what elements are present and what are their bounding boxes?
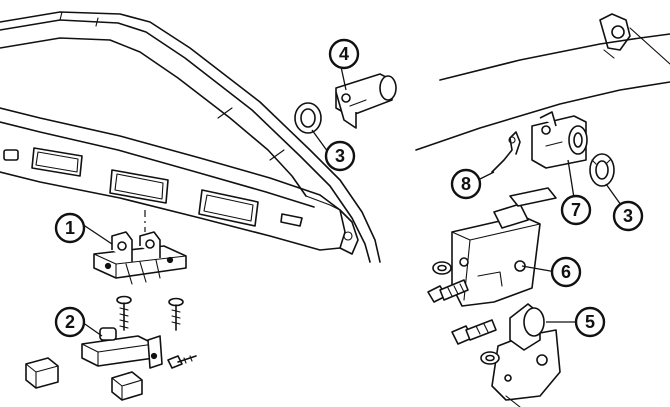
callout-4: 4 [328, 38, 360, 70]
callout-label-6: 6 [561, 262, 571, 282]
screw-right [168, 297, 184, 331]
callout-6: 6 [550, 256, 582, 288]
rubber-bumper-left [25, 357, 59, 389]
callout-3-right: 3 [612, 200, 644, 232]
latch-switch [81, 327, 163, 369]
callout-7: 7 [560, 194, 592, 226]
seal-ring-top [294, 102, 322, 134]
callout-label-3-left: 3 [335, 146, 345, 166]
callout-3-left: 3 [324, 140, 356, 172]
callout-label-3-right: 3 [623, 206, 633, 226]
callout-label-5: 5 [585, 312, 595, 332]
screw-left [116, 295, 132, 331]
shoulder-bolt-6 [427, 279, 469, 303]
striker-plate [491, 303, 561, 407]
body-panel [415, 13, 670, 151]
callout-label-4: 4 [339, 44, 349, 64]
seal-ring-right [589, 153, 615, 187]
callout-8: 8 [450, 168, 482, 200]
washer-6 [432, 261, 452, 275]
rubber-bumper-right [111, 371, 143, 401]
bolt-5 [451, 319, 497, 345]
callout-1: 1 [54, 212, 86, 244]
callout-2: 2 [54, 306, 86, 338]
latch-bracket [93, 231, 187, 285]
lock-cylinder-right [531, 111, 588, 169]
tailgate-frame [0, 11, 381, 263]
bolt [167, 355, 197, 369]
callout-label-7: 7 [571, 200, 581, 220]
lock-cylinder-top [335, 73, 397, 129]
callout-label-1: 1 [65, 218, 75, 238]
callout-label-2: 2 [65, 312, 75, 332]
callout-5: 5 [574, 306, 606, 338]
callout-label-8: 8 [461, 174, 471, 194]
washer-5 [480, 351, 500, 365]
spring-clip [491, 131, 521, 173]
